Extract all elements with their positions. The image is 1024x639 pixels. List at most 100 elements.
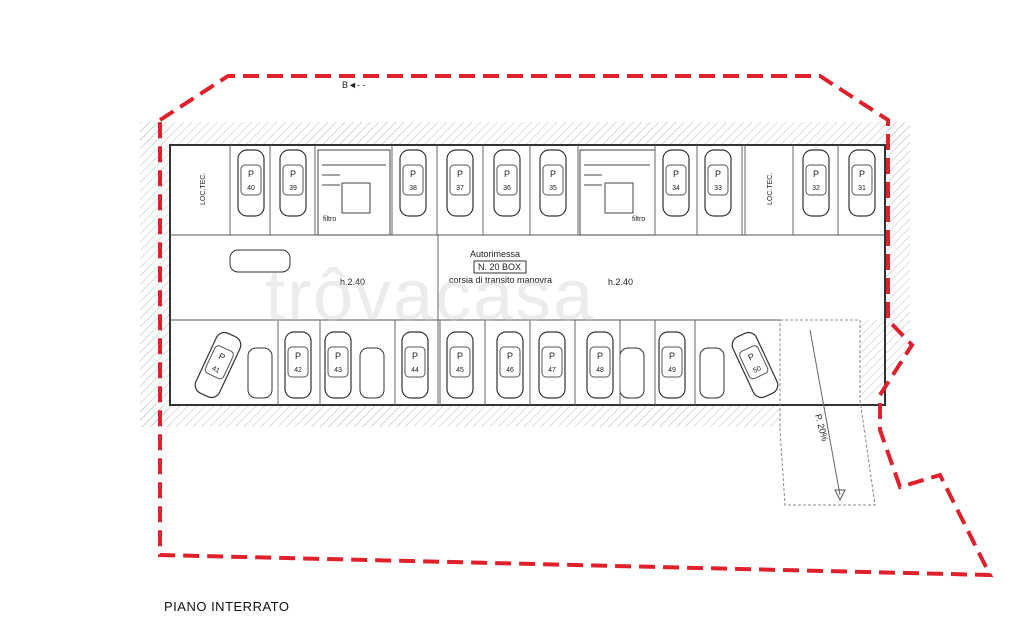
space-number: 45 [456,367,464,374]
parking-space-33: P 33 [704,149,732,217]
parking-symbol: P [290,169,296,179]
car-icon [539,149,567,217]
parking-space-43: P 43 [324,331,352,399]
height-right: h.2.40 [608,277,633,287]
space-number: 37 [456,185,464,192]
space-number: 42 [294,367,302,374]
parking-symbol: P [335,351,341,361]
parking-space-34: P 34 [662,149,690,217]
car-icon [446,149,474,217]
parking-space-36: P 36 [493,149,521,217]
space-number: 38 [409,185,417,192]
aisle-label: corsia di transito manovra [449,275,552,285]
parking-space-41: P 41 [194,331,242,399]
parking-space-37: P 37 [446,149,474,217]
parking-symbol: P [410,169,416,179]
parking-space-49: P 49 [658,331,686,399]
parking-symbol: P [507,351,513,361]
parking-space-38: P 38 [399,149,427,217]
parking-symbol: P [412,351,418,361]
parking-symbol: P [217,351,227,363]
parking-symbol: P [715,169,721,179]
space-number: 46 [506,367,514,374]
car-icon [279,149,307,217]
space-number: 48 [596,367,604,374]
car-icon [731,331,779,399]
car-icon [496,331,524,399]
parking-symbol: P [746,351,756,363]
ramp [779,319,876,506]
parking-space-39: P 39 [279,149,307,217]
parking-space-48: P 48 [586,331,614,399]
car-icon [493,149,521,217]
space-number: 40 [247,185,255,192]
parking-space-44: P 44 [401,331,429,399]
parking-symbol: P [457,169,463,179]
space-number: 36 [503,185,511,192]
box-count: N. 20 BOX [478,262,521,272]
parking-symbol: P [248,169,254,179]
parking-space-46: P 46 [496,331,524,399]
height-left: h.2.40 [340,277,365,287]
tech-room-left: LOC.TEC. [200,173,207,205]
parking-symbol: P [859,169,865,179]
car-icon [446,331,474,399]
parking-space-40: P 40 [237,149,265,217]
space-number: 32 [812,185,820,192]
north-label: B◄- - [342,80,365,90]
car-icon [324,331,352,399]
watermark: trôvacasa [265,256,596,336]
parking-symbol: P [457,351,463,361]
space-number: 39 [289,185,297,192]
car-icon [237,149,265,217]
parking-space-35: P 35 [539,149,567,217]
tech-room-right: LOC.TEC. [767,173,774,205]
car-icon [802,149,830,217]
space-number: 34 [672,185,680,192]
building-outline [169,144,886,406]
car-icon [284,331,312,399]
parking-space-50: P 50 [731,331,779,399]
space-number: 44 [411,367,419,374]
car-icon [194,331,242,399]
car-icon [538,331,566,399]
car-icon [586,331,614,399]
hatch-top [140,122,910,145]
space-number: 49 [668,367,676,374]
car-icon [848,149,876,217]
car-icon [401,331,429,399]
stairwell-left [317,149,391,236]
parking-space-45: P 45 [446,331,474,399]
filter-right: filtro [632,216,645,223]
parking-symbol: P [597,351,603,361]
parking-symbol: P [813,169,819,179]
car-icon [704,149,732,217]
car-icon [662,149,690,217]
parking-symbol: P [673,169,679,179]
property-boundary [158,74,994,578]
space-number: 31 [858,185,866,192]
plan-title: PIANO INTERRATO [164,599,290,614]
parking-space-47: P 47 [538,331,566,399]
parking-symbol: P [295,351,301,361]
car-icon [658,331,686,399]
space-number: 47 [548,367,556,374]
garage-name: Autorimessa [470,249,520,259]
space-number: 33 [714,185,722,192]
parking-space-31: P 31 [848,149,876,217]
parking-symbol: P [669,351,675,361]
space-number: 43 [334,367,342,374]
parking-symbol: P [504,169,510,179]
space-number: 41 [211,365,221,375]
parking-space-32: P 32 [802,149,830,217]
hatch-left [140,122,170,427]
parking-space-42: P 42 [284,331,312,399]
ramp-label: P. 20% [813,413,830,442]
hatch-bottom [140,405,780,427]
space-number: 35 [549,185,557,192]
parking-symbol: P [549,351,555,361]
filter-left: filtro [323,216,336,223]
space-number: 50 [752,365,762,375]
parking-symbol: P [550,169,556,179]
